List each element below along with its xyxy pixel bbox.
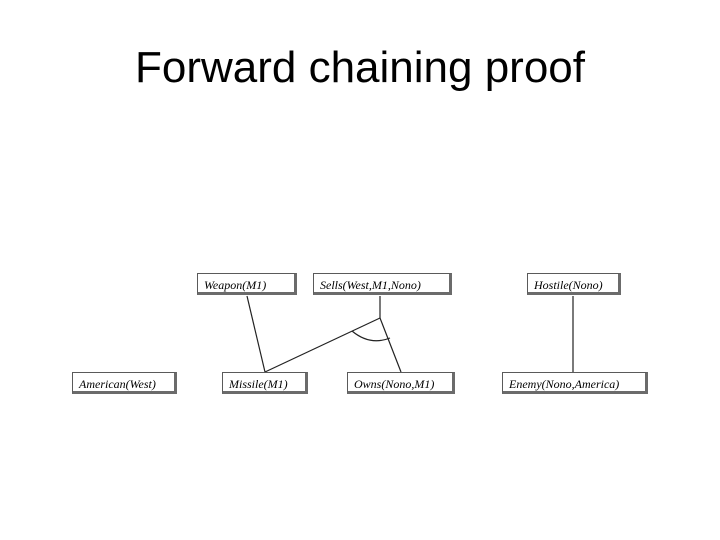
slide-title: Forward chaining proof [134,43,585,92]
edge-missile-sells [264,317,381,373]
edge-owns-sells [379,317,402,373]
node-missile: Missile(M1) [222,372,308,394]
conjunction-arc [351,330,391,342]
node-weapon: Weapon(M1) [197,273,297,295]
node-american: American(West) [72,372,177,394]
edge-missile-weapon [246,295,266,373]
node-hostile: Hostile(Nono) [527,273,621,295]
node-enemy: Enemy(Nono,America) [502,372,648,394]
node-owns: Owns(Nono,M1) [347,372,455,394]
node-sells: Sells(West,M1,Nono) [313,273,452,295]
